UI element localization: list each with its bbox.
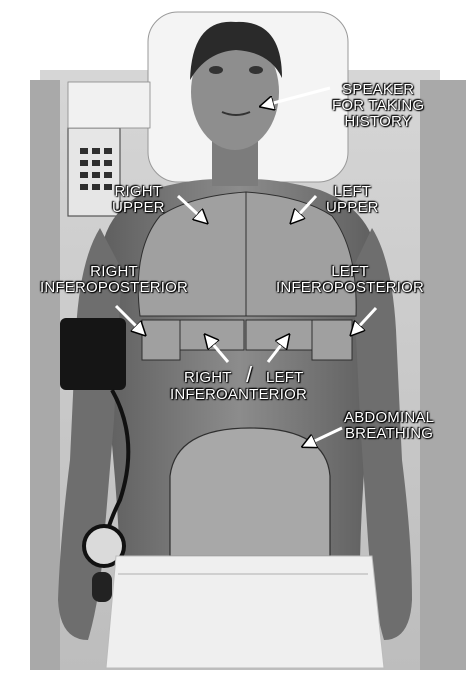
label-inferoanterior-slash: / (246, 362, 252, 388)
zone-left-inferoposterior (312, 320, 352, 360)
label-right-upper-line2: UPPER (112, 200, 165, 216)
label-right-inferoposterior-line1: RIGHT (40, 264, 188, 280)
label-speaker-line1: SPEAKER (332, 82, 424, 98)
label-inferoanterior-left: LEFT (266, 370, 303, 386)
label-speaker: SPEAKER FOR TAKING HISTORY (332, 82, 424, 130)
bp-cuff (60, 318, 126, 390)
label-abdominal-line2: BREATHING (344, 426, 434, 442)
eye-right (209, 66, 223, 74)
lower-sheet (106, 556, 384, 668)
label-inferoanterior: INFEROANTERIOR (170, 387, 307, 403)
label-right-upper-line1: RIGHT (112, 184, 165, 200)
label-left-upper-line1: LEFT (326, 184, 379, 200)
zone-right-inferoanterior (180, 320, 244, 350)
label-left-upper-line2: UPPER (326, 200, 379, 216)
bp-bulb (92, 572, 112, 602)
label-right-inferoposterior: RIGHT INFEROPOSTERIOR (40, 264, 188, 296)
label-left-upper: LEFT UPPER (326, 184, 379, 216)
label-abdominal: ABDOMINAL BREATHING (344, 410, 434, 442)
label-right-upper: RIGHT UPPER (112, 184, 165, 216)
zone-abdominal (170, 428, 330, 556)
zone-right-inferoposterior (142, 320, 180, 360)
eye-left (249, 66, 263, 74)
label-right-inferoposterior-line2: INFEROPOSTERIOR (40, 280, 188, 296)
label-abdominal-line1: ABDOMINAL (344, 410, 434, 426)
label-speaker-line3: HISTORY (332, 114, 424, 130)
label-speaker-line2: FOR TAKING (332, 98, 424, 114)
label-left-inferoposterior: LEFT INFEROPOSTERIOR (276, 264, 424, 296)
instruction-card (68, 82, 150, 128)
label-left-inferoposterior-line2: INFEROPOSTERIOR (276, 280, 424, 296)
label-inferoanterior-right: RIGHT (184, 370, 232, 386)
table-edge-right (420, 80, 466, 670)
label-left-inferoposterior-line1: LEFT (276, 264, 424, 280)
table-edge-left (30, 80, 60, 670)
